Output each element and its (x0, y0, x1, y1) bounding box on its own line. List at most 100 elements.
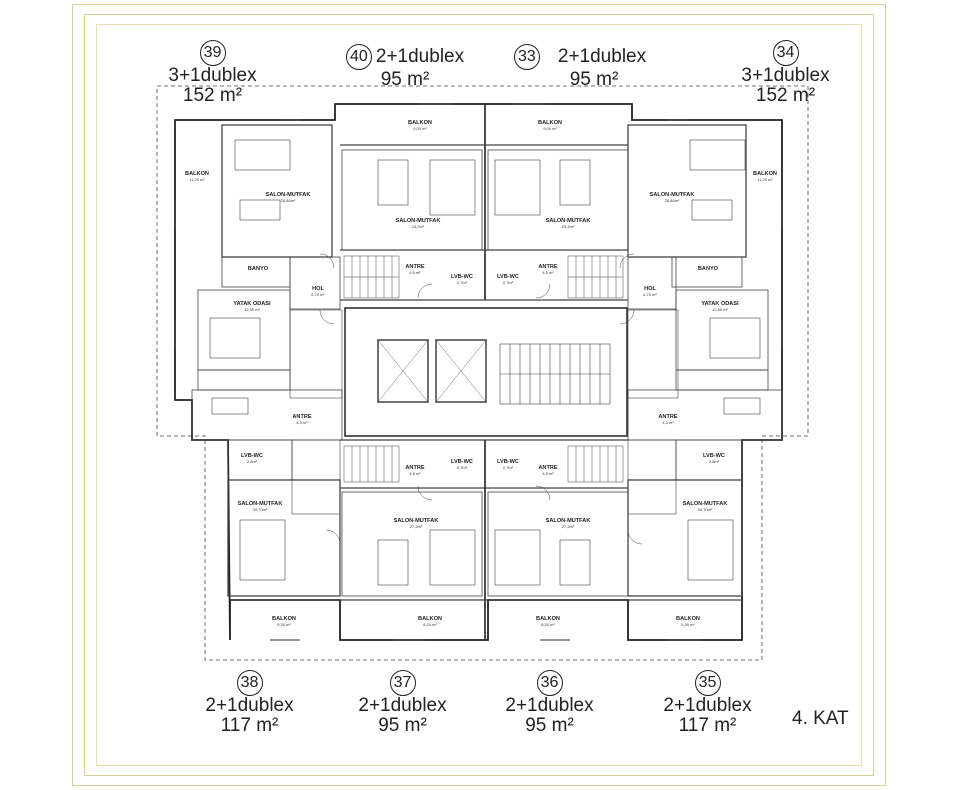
room-area: 4,5 m² (542, 471, 554, 476)
room-area: 23,2m² (562, 224, 575, 229)
unit-number-badge: 40 (345, 44, 372, 70)
elevator-2 (435, 339, 487, 403)
room-label: BALKON (676, 616, 700, 622)
room-area: 27,2m² (410, 524, 423, 529)
room-label: HOL (644, 286, 656, 292)
room-label: BALKON (272, 616, 296, 622)
room-area: 4,5 m² (542, 270, 554, 275)
unit-area: 95 m² (569, 69, 619, 90)
roof-outline (156, 85, 809, 661)
room-label: ANTRE (538, 264, 558, 270)
unit-type: 2+1dublex (375, 46, 465, 68)
outer-frame (72, 4, 886, 786)
unit-number-badge: 33 (513, 44, 540, 70)
unit-label-34: 34 3+1dublex 152 m² (728, 40, 843, 106)
room-label: LVB-WC (451, 274, 473, 280)
floor-label: 4. KAT (792, 708, 849, 729)
room-area: 4,5 m² (409, 471, 421, 476)
room-area: 2,7m² (503, 280, 514, 285)
room-label: BANYO (248, 266, 269, 272)
room-label: SALON-MUTFAK (396, 218, 441, 224)
room-label: BALKON (536, 616, 560, 622)
room-area: 11,20 m² (757, 177, 773, 182)
room-area: 6,70 m² (643, 292, 657, 297)
room-label: HOL (312, 286, 324, 292)
room-area: 2,7m² (457, 280, 468, 285)
inner-frame-2 (96, 24, 862, 766)
building-outline (174, 103, 783, 641)
unit-type: 2+1dublex (505, 695, 594, 716)
unit-label-38: 38 2+1dublex 117 m² (192, 670, 307, 736)
unit-area: 152 m² (755, 84, 816, 106)
room-label: SALON-MUTFAK (546, 218, 591, 224)
room-area: 25,80m² (281, 198, 296, 203)
room-area: 25,80m² (665, 198, 680, 203)
room-area: 12,50 m² (244, 307, 260, 312)
unit-label-37: 37 2+1dublex 95 m² (345, 670, 460, 736)
room-area: 8,20 m² (541, 622, 555, 627)
room-area: 12,50 m² (712, 307, 728, 312)
unit-type: 3+1dublex (168, 65, 257, 86)
room-area: 4,5 m² (409, 270, 421, 275)
unit-type: 2+1dublex (205, 695, 294, 716)
central-stair (499, 343, 611, 405)
room-label: YATAK ODASI (701, 301, 739, 307)
unit-label-35: 35 2+1dublex 117 m² (650, 670, 765, 736)
unit-area: 95 m² (525, 714, 574, 736)
room-area: 4,3 m² (296, 420, 308, 425)
room-label: SALON-MUTFAK (683, 501, 728, 507)
unit-area: 152 m² (182, 84, 243, 106)
room-area: 8,20 m² (423, 622, 437, 627)
room-area: 23,2m² (412, 224, 425, 229)
room-label: SALON-MUTFAK (546, 518, 591, 524)
unit-number-badge: 38 (236, 670, 263, 696)
unit-number-badge: 34 (772, 40, 799, 66)
room-label: BALKON (185, 171, 209, 177)
unit-type: 2+1dublex (663, 695, 752, 716)
unit-type: 2+1dublex (358, 695, 447, 716)
room-label: BALKON (418, 616, 442, 622)
room-area: 9,00 m² (543, 126, 557, 131)
unit-label-33: 33 2+1dublex 95 m² (500, 44, 660, 90)
room-label: SALON-MUTFAK (650, 192, 695, 198)
room-area: 5,30 m² (681, 622, 695, 627)
room-area: 2,7m² (503, 465, 514, 470)
room-label: LVB-WC (451, 459, 473, 465)
room-label: BALKON (538, 120, 562, 126)
unit-area: 95 m² (380, 69, 430, 90)
room-label: LVB-WC (497, 274, 519, 280)
room-label: SALON-MUTFAK (266, 192, 311, 198)
unit-label-36: 36 2+1dublex 95 m² (492, 670, 607, 736)
unit-area: 117 m² (220, 714, 279, 736)
room-label: ANTRE (292, 414, 312, 420)
room-label: BALKON (753, 171, 777, 177)
room-label: BANYO (698, 266, 719, 272)
room-area: 4,3 m² (662, 420, 674, 425)
unit-number-badge: 37 (389, 670, 416, 696)
room-label: YATAK ODASI (233, 301, 271, 307)
room-area: 27,2m² (562, 524, 575, 529)
unit-label-40: 40 2+1dublex 95 m² (335, 44, 475, 90)
room-label: LVB-WC (703, 453, 725, 459)
room-area: 6,70 m² (311, 292, 325, 297)
unit-label-39: 39 3+1dublex 152 m² (155, 40, 270, 106)
room-label: ANTRE (405, 264, 425, 270)
room-label: SALON-MUTFAK (238, 501, 283, 507)
room-label: SALON-MUTFAK (394, 518, 439, 524)
unit-number-badge: 39 (199, 40, 226, 66)
room-label: ANTRE (405, 465, 425, 471)
room-area: 11,20 m² (189, 177, 205, 182)
room-area: 5,30 m² (277, 622, 291, 627)
elevator-1 (377, 339, 429, 403)
room-area: 34,70m² (698, 507, 713, 512)
core (344, 307, 628, 437)
room-area: 9,00 m² (413, 126, 427, 131)
room-area: 2,8m² (709, 459, 720, 464)
unit-number-badge: 36 (536, 670, 563, 696)
room-area: 34,70m² (253, 507, 268, 512)
room-label: ANTRE (538, 465, 558, 471)
room-label: ANTRE (658, 414, 678, 420)
room-labels: BALKON 9,00 m² BALKON 9,00 m² BALKON 11,… (185, 120, 777, 627)
room-area: 2,7m² (457, 465, 468, 470)
